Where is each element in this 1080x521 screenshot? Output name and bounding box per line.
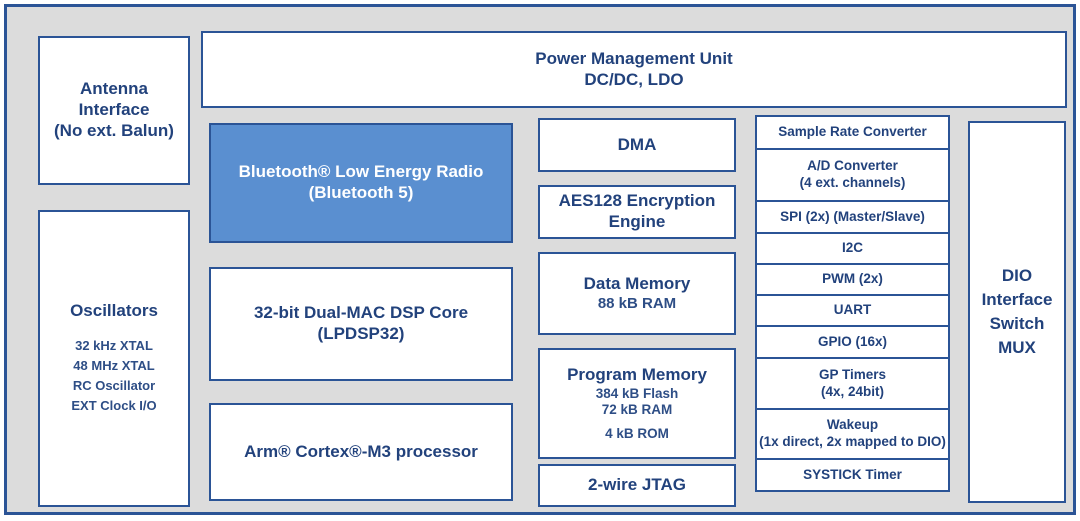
power-management-unit-block: Power Management Unit DC/DC, LDO [201,31,1067,108]
program-memory-flash: 384 kB Flash [595,385,679,401]
aes-line-2: Engine [608,212,666,231]
ble-title: Bluetooth® Low Energy Radio [238,162,484,182]
peripheral-spi: SPI (2x) (Master/Slave) [755,200,950,234]
oscillator-item: RC Oscillator [72,377,156,393]
dsp-title: 32-bit Dual-MAC DSP Core [253,303,469,323]
peripheral-label: SYSTICK Timer [803,466,902,482]
bluetooth-low-energy-radio-block: Bluetooth® Low Energy Radio (Bluetooth 5… [209,123,513,243]
dma-block: DMA [538,118,736,172]
peripheral-label: UART [833,302,872,318]
peripheral-sublabel: (4 ext. channels) [799,175,906,190]
peripheral-uart: UART [755,294,950,327]
dio-line-1: DIO [1001,266,1033,286]
cortex-m3-processor-block: Arm® Cortex®-M3 processor [209,403,513,501]
jtag-block: 2-wire JTAG [538,464,736,507]
aes-line-1: AES128 Encryption [558,191,716,211]
dsp-core-block: 32-bit Dual-MAC DSP Core (LPDSP32) [209,267,513,381]
aes128-encryption-engine-block: AES128 Encryption Engine [538,185,736,239]
oscillators-title: Oscillators [70,300,158,320]
peripheral-label: Wakeup [826,417,879,433]
oscillators-list: 32 kHz XTAL 48 MHz XTAL RC Oscillator EX… [71,336,156,417]
program-memory-block: Program Memory 384 kB Flash 72 kB RAM 4 … [538,348,736,459]
dio-interface-switch-mux-block: DIO Interface Switch MUX [968,121,1066,503]
peripheral-ad-converter: A/D Converter (4 ext. channels) [755,148,950,202]
dma-title: DMA [617,134,657,154]
peripheral-gpio: GPIO (16x) [755,325,950,359]
data-memory-ram: 88 kB RAM [597,294,677,312]
dio-line-3: Switch [989,314,1045,333]
jtag-title: 2-wire JTAG [588,475,686,495]
peripheral-label: PWM (2x) [822,271,883,287]
oscillator-item: 48 MHz XTAL [73,357,155,373]
peripheral-label: GP Timers [818,366,887,382]
peripheral-wakeup: Wakeup (1x direct, 2x mapped to DIO) [755,408,950,460]
peripheral-sample-rate-converter: Sample Rate Converter [755,115,950,150]
peripheral-sublabel: (4x, 24bit) [820,383,885,399]
peripheral-label: A/D Converter [807,158,898,174]
program-memory-title: Program Memory [567,364,707,384]
peripheral-label: I2C [841,240,863,256]
data-memory-title: Data Memory [583,273,691,293]
peripheral-label: Sample Rate Converter [778,124,927,140]
pmu-title: Power Management Unit [535,48,733,68]
peripheral-gp-timers: GP Timers (4x, 24bit) [755,357,950,410]
antenna-interface-block: Antenna Interface (No ext. Balun) [38,36,190,185]
oscillators-block: Oscillators 32 kHz XTAL 48 MHz XTAL RC O… [38,210,190,507]
dio-line-4: MUX [998,337,1036,357]
program-memory-ram: 72 kB RAM [601,402,673,418]
ble-subtitle: (Bluetooth 5) [308,183,414,202]
antenna-line-3: (No ext. Balun) [54,120,174,140]
antenna-line-2: Interface [78,100,150,120]
antenna-line-1: Antenna [80,79,148,99]
peripheral-sublabel: (1x direct, 2x mapped to DIO) [759,434,946,449]
oscillator-item: 32 kHz XTAL [75,337,153,353]
data-memory-block: Data Memory 88 kB RAM [538,252,736,335]
block-diagram-frame: Power Management Unit DC/DC, LDO Antenna… [4,4,1076,515]
dsp-subtitle: (LPDSP32) [317,324,405,343]
dio-line-2: Interface [981,290,1053,310]
peripheral-systick-timer: SYSTICK Timer [755,458,950,492]
peripheral-i2c: I2C [755,232,950,265]
peripheral-label: SPI (2x) (Master/Slave) [780,208,925,224]
oscillator-item: EXT Clock I/O [71,398,157,413]
peripheral-pwm: PWM (2x) [755,263,950,296]
peripheral-stack: Sample Rate Converter A/D Converter (4 e… [755,115,950,492]
peripheral-label: GPIO (16x) [817,333,888,349]
cortex-title: Arm® Cortex®-M3 processor [244,441,478,461]
program-memory-rom: 4 kB ROM [605,425,669,441]
pmu-subtitle: DC/DC, LDO [584,69,684,89]
